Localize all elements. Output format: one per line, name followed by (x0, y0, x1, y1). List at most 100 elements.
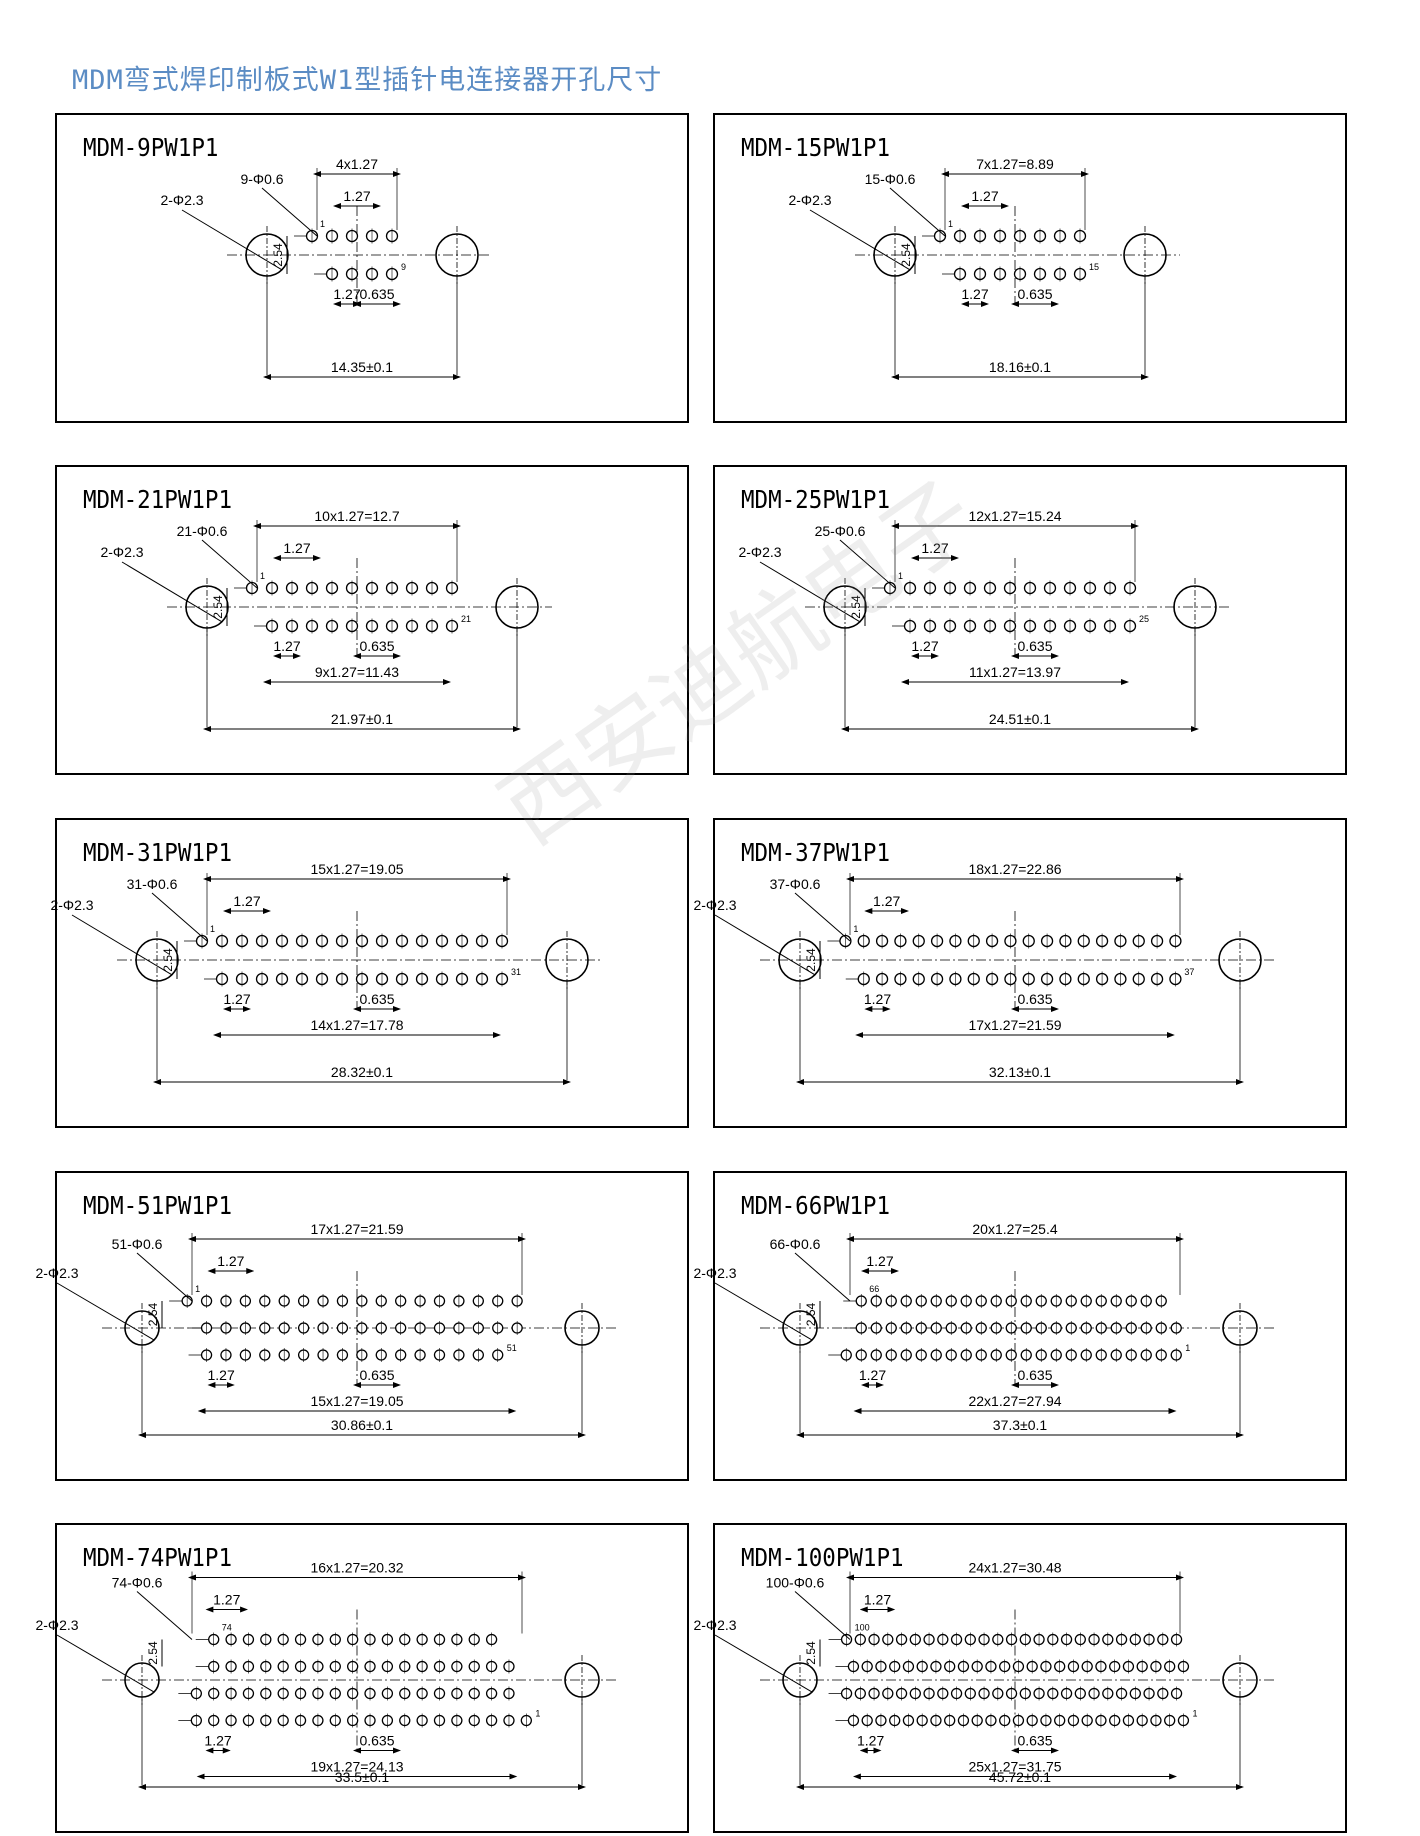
bottom-span-dimension-label: 14x1.27=17.78 (310, 1017, 403, 1033)
span-dimension-label: 10x1.27=12.7 (314, 508, 399, 524)
lower-pitch-dimension-label: 1.27 (857, 1733, 884, 1749)
overall-dimension-label: 18.16±0.1 (989, 359, 1051, 375)
mount-hole-label: 2-Φ2.3 (693, 1265, 736, 1281)
connector-drawing: 2-Φ2.312525-Φ0.612x1.27=15.241.272.541.2… (738, 508, 1230, 732)
pin-hole-label: 31-Φ0.6 (127, 876, 178, 892)
bottom-span-dimension-label: 17x1.27=21.59 (968, 1017, 1061, 1033)
panel-model-title: MDM-100PW1P1 (741, 1543, 904, 1572)
overall-dimension-label: 33.5±0.1 (335, 1769, 390, 1785)
mount-leader (121, 561, 222, 623)
row-gap-label: 2.54 (804, 948, 818, 972)
pin-number-label: 1 (853, 924, 858, 934)
pin-number-label: 1 (898, 571, 903, 581)
overall-dimension-label: 32.13±0.1 (989, 1064, 1051, 1080)
row-gap-label: 2.54 (161, 948, 175, 972)
mount-leader (714, 1282, 813, 1341)
row-gap-label: 2.54 (146, 1641, 160, 1665)
offset-dimension-label: 0.635 (1017, 1367, 1052, 1383)
pin-number-label: 1 (260, 571, 265, 581)
offset-dimension-label: 0.635 (359, 286, 394, 302)
lower-pitch-dimension-label: 1.27 (204, 1733, 231, 1749)
pin-hole-label: 66-Φ0.6 (770, 1236, 821, 1252)
pin-leader (261, 187, 318, 237)
bottom-span-dimension-label: 9x1.27=11.43 (315, 664, 399, 680)
offset-dimension-label: 0.635 (1017, 638, 1052, 654)
connector-drawing: 2-Φ2.312121-Φ0.610x1.27=12.71.272.541.27… (100, 508, 552, 732)
mount-leader (809, 209, 910, 271)
pin-hole-label: 25-Φ0.6 (815, 523, 866, 539)
pin-leader (151, 892, 208, 942)
pin-leader (839, 539, 896, 589)
bottom-span-dimension-label: 15x1.27=19.05 (310, 1393, 403, 1409)
offset-dimension-label: 0.635 (359, 638, 394, 654)
panel-model-title: MDM-51PW1P1 (83, 1191, 233, 1220)
span-dimension-label: 7x1.27=8.89 (976, 156, 1054, 172)
pin-number-label: 1 (1185, 1343, 1190, 1353)
pitch-dimension-label: 1.27 (971, 188, 998, 204)
pitch-dimension-label: 1.27 (213, 1592, 240, 1608)
pin-number-label: 100 (855, 1623, 870, 1633)
offset-dimension-label: 0.635 (1017, 1733, 1052, 1749)
bottom-span-dimension-label: 22x1.27=27.94 (968, 1393, 1061, 1409)
pin-number-label: 66 (869, 1284, 879, 1294)
span-dimension-label: 18x1.27=22.86 (968, 861, 1061, 877)
pin-leader (136, 1252, 193, 1302)
row-gap-label: 2.54 (804, 1302, 818, 1326)
overall-dimension-label: 37.3±0.1 (993, 1417, 1048, 1433)
connector-drawing: 2-Φ2.315151-Φ0.617x1.27=21.591.272.541.2… (35, 1221, 617, 1438)
bottom-span-dimension-label: 25x1.27=31.75 (968, 1759, 1061, 1775)
overall-dimension-label: 30.86±0.1 (331, 1417, 393, 1433)
pin-number-label: 1 (320, 219, 325, 229)
overall-dimension-label: 24.51±0.1 (989, 711, 1051, 727)
overall-dimension-label: 14.35±0.1 (331, 359, 393, 375)
pin-hole-label: 37-Φ0.6 (770, 876, 821, 892)
pitch-dimension-label: 1.27 (233, 893, 260, 909)
mount-hole-label: 2-Φ2.3 (693, 897, 736, 913)
lower-pitch-dimension-label: 1.27 (223, 991, 250, 1007)
mount-leader (56, 1282, 155, 1341)
pitch-dimension-label: 1.27 (921, 540, 948, 556)
connector-drawing: 2-Φ2.3199-Φ0.64x1.271.272.541.270.63514.… (160, 156, 492, 380)
lower-pitch-dimension-label: 1.27 (864, 991, 891, 1007)
bottom-span-dimension-label: 19x1.27=24.13 (310, 1759, 403, 1775)
span-dimension-label: 15x1.27=19.05 (310, 861, 403, 877)
connector-drawing: 2-Φ2.313737-Φ0.618x1.27=22.861.272.541.2… (693, 861, 1275, 1085)
pin-leader (136, 1591, 193, 1640)
lower-pitch-dimension-label: 1.27 (273, 638, 300, 654)
pin-number-label: 51 (507, 1343, 517, 1353)
pin-number-label: 37 (1184, 967, 1194, 977)
lower-pitch-dimension-label: 1.27 (333, 286, 360, 302)
mount-hole-label: 2-Φ2.3 (35, 1617, 78, 1633)
mount-leader (71, 914, 172, 976)
panel-model-title: MDM-74PW1P1 (83, 1543, 233, 1572)
span-dimension-label: 17x1.27=21.59 (310, 1221, 403, 1237)
connector-drawing: 2-Φ2.366166-Φ0.620x1.27=25.41.272.541.27… (693, 1221, 1275, 1438)
pin-hole-label: 100-Φ0.6 (766, 1575, 825, 1591)
mount-hole-label: 2-Φ2.3 (788, 192, 831, 208)
pin-number-label: 1 (195, 1284, 200, 1294)
mount-hole-label: 2-Φ2.3 (693, 1617, 736, 1633)
row-gap-label: 2.54 (899, 243, 913, 267)
connector-drawing: 2-Φ2.313131-Φ0.615x1.27=19.051.272.541.2… (50, 861, 602, 1085)
span-dimension-label: 24x1.27=30.48 (968, 1560, 1061, 1576)
offset-dimension-label: 0.635 (1017, 286, 1052, 302)
pitch-dimension-label: 1.27 (866, 1253, 893, 1269)
span-dimension-label: 12x1.27=15.24 (968, 508, 1061, 524)
pin-leader (794, 1591, 851, 1640)
panel-model-title: MDM-21PW1P1 (83, 485, 233, 514)
pitch-dimension-label: 1.27 (343, 188, 370, 204)
row-gap-label: 2.54 (271, 243, 285, 267)
mount-leader (759, 561, 860, 623)
row-gap-label: 2.54 (849, 595, 863, 619)
offset-dimension-label: 0.635 (359, 991, 394, 1007)
pin-leader (201, 539, 258, 589)
